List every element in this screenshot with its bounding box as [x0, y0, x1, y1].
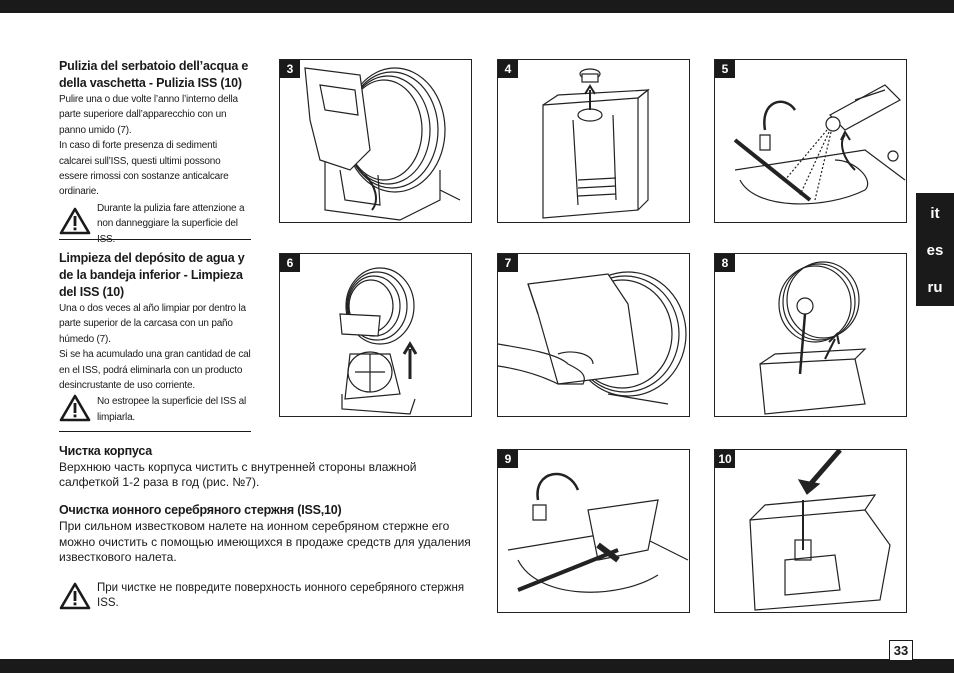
- figure-3: 3: [279, 59, 472, 223]
- russian-para-1: Верхнюю часть корпуса чистить с внутренн…: [59, 460, 417, 490]
- spanish-heading: Limpieza del depósito de agua y de la ba…: [59, 251, 245, 299]
- russian-warning: При чистке не повредите поверхность ионн…: [59, 581, 479, 611]
- figure-10: 10: [714, 449, 907, 613]
- divider-italian: [59, 239, 251, 240]
- figure-number: 7: [498, 254, 518, 272]
- figure-number: 10: [715, 450, 735, 468]
- figure-6: 6: [279, 253, 472, 417]
- warning-triangle-icon: [59, 395, 91, 422]
- page-number: 33: [889, 640, 913, 660]
- language-tab-ru[interactable]: ru: [927, 279, 943, 296]
- bottom-bar: [0, 659, 954, 673]
- figure-6-illustration: [339, 267, 418, 415]
- figure-10-illustration: [749, 450, 891, 611]
- italian-section: Pulizia del serbatoio dell’acqua e della…: [59, 58, 251, 247]
- figure-4-illustration: [542, 68, 650, 219]
- italian-para-2: In caso di forte presenza di sedimenti c…: [59, 140, 229, 198]
- figure-9: 9: [497, 449, 690, 613]
- figure-number: 3: [280, 60, 300, 78]
- figure-7: 7: [497, 253, 690, 417]
- language-tab-it[interactable]: it: [930, 205, 940, 222]
- spanish-section: Limpieza del depósito de agua y de la ba…: [59, 250, 251, 425]
- italian-heading: Pulizia del serbatoio dell’acqua e della…: [59, 59, 249, 90]
- top-bar: [0, 0, 954, 13]
- figure-number: 4: [498, 60, 518, 78]
- spanish-para-2: Si se ha acumulado una gran cantidad de …: [59, 349, 251, 392]
- italian-para-1: Pulire una o due volte l’anno l’interno …: [59, 94, 238, 136]
- figure-number: 5: [715, 60, 735, 78]
- spanish-warning: No estropee la superficie del ISS al lim…: [59, 394, 251, 425]
- figure-8: 8: [714, 253, 907, 417]
- warning-triangle-icon: [59, 207, 91, 235]
- russian-heading-1: Чистка корпуса: [59, 444, 153, 458]
- figure-9-illustration: [507, 472, 689, 593]
- italian-warning: Durante la pulizia fare attenzione a non…: [59, 201, 251, 247]
- russian-para-2: При сильном известковом налете на ионном…: [59, 519, 471, 564]
- divider-spanish: [59, 431, 251, 432]
- figure-number: 6: [280, 254, 300, 272]
- figure-number: 8: [715, 254, 735, 272]
- language-tabs: it es ru: [916, 193, 954, 306]
- figure-5: 5: [714, 59, 907, 223]
- russian-warning-text: При чистке не повредите поверхность ионн…: [97, 582, 465, 610]
- russian-section: Чистка корпуса Верхнюю часть корпуса чис…: [59, 443, 479, 611]
- figure-5-illustration: [733, 84, 906, 205]
- russian-heading-2: Очистка ионного серебряного стержня (ISS…: [59, 503, 342, 518]
- spanish-warning-text: No estropee la superficie del ISS al lim…: [97, 396, 246, 423]
- figure-4: 4: [497, 59, 690, 223]
- figure-7-illustration: [498, 271, 687, 405]
- warning-triangle-icon: [59, 582, 91, 610]
- figure-8-illustration: [759, 261, 867, 415]
- figure-3-illustration: [304, 67, 461, 221]
- spanish-para-1: Una o dos veces al año limpiar por dentr…: [59, 303, 246, 345]
- language-tab-es[interactable]: es: [926, 242, 944, 259]
- figure-number: 9: [498, 450, 518, 468]
